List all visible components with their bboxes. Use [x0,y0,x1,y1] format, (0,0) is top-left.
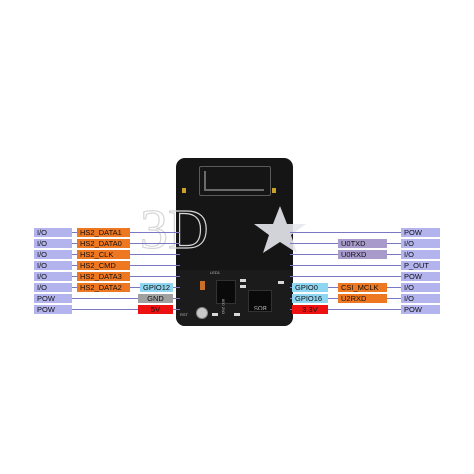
pin-type-label: I/O [34,283,72,292]
pin-leader-line [290,309,440,310]
3d-watermark-logo: 3D [140,198,306,258]
pin-leader-line [34,298,180,299]
pin-leader-line [290,276,440,277]
pin-type-label: POW [401,228,440,237]
regulator-chip [216,280,236,304]
gpio-label: GPIO16 [292,294,328,303]
pin-type-label: I/O [401,294,440,303]
pcb-antenna [199,166,271,196]
pin-function-label: HS2_DATA1 [77,228,130,237]
pin-function-label: CSI_MCLK [338,283,387,292]
solder-pad [272,188,276,193]
pin-type-label: P_OUT [401,261,440,270]
pin-type-label: I/O [401,250,440,259]
pin-type-label: I/O [34,250,72,259]
pin-leader-line [34,309,180,310]
gnd-label: GND [138,294,173,303]
rst-silk-label: RST [180,312,188,317]
smd-component [234,313,240,316]
pin-leader-line [290,265,440,266]
smd-component [212,313,218,316]
pin-type-label: I/O [34,272,72,281]
pin-function-label: U0RXD [338,250,387,259]
pin-function-label: HS2_DATA2 [77,283,130,292]
gpio-label: GPIO12 [140,283,173,292]
pin-type-label: I/O [401,239,440,248]
smd-component [240,279,246,282]
pin-type-label: I/O [34,261,72,270]
ic-chip [248,290,272,312]
led-silk-label: LED1 [210,270,221,275]
pin-function-label: U0TXD [338,239,387,248]
pin-function-label: HS2_DATA3 [77,272,130,281]
chip-silk-label: 800 2N3 [221,298,227,315]
led-component [200,281,205,290]
pin-type-label: I/O [34,239,72,248]
reset-button[interactable] [196,307,208,319]
gpio-label: GPIO0 [292,283,328,292]
pin-function-label: HS2_CMD [77,261,130,270]
3v3-label: 3.3V [292,305,328,314]
5v-label: 5V [138,305,173,314]
wifi-silk-label: BOS [254,304,267,310]
pin-type-label: POW [401,305,440,314]
pin-type-label: I/O [34,228,72,237]
pin-type-label: POW [34,305,72,314]
smd-component [240,285,246,288]
pin-function-label: HS2_CLK [77,250,130,259]
pin-type-label: POW [401,272,440,281]
pin-type-label: POW [34,294,72,303]
pin-function-label: U2RXD [338,294,387,303]
pin-leader-line [290,232,440,233]
watermark-text: 3D [140,199,208,258]
star-icon [254,206,306,253]
antenna-trace [204,171,264,191]
smd-component [278,281,284,284]
pin-function-label: HS2_DATA0 [77,239,130,248]
pin-type-label: I/O [401,283,440,292]
solder-pad [182,188,186,193]
